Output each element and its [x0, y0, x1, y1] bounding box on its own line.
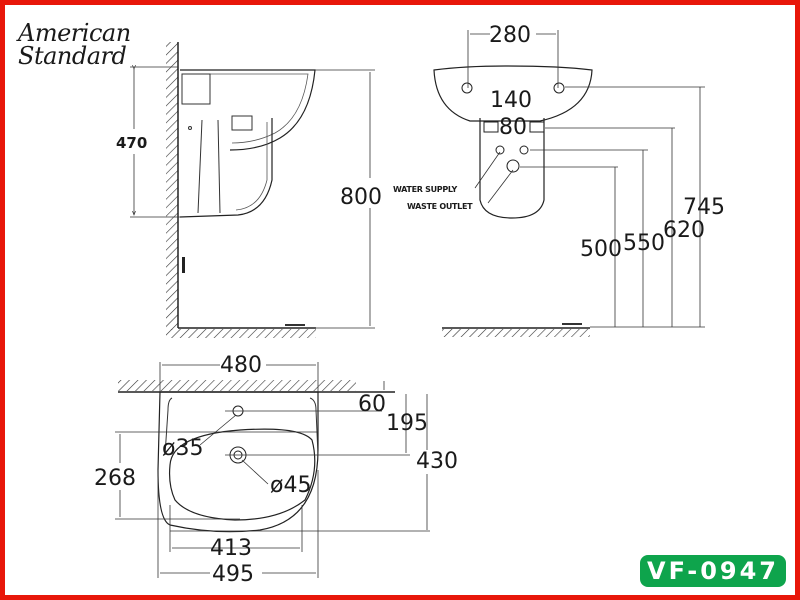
american-standard-logo: American Standard — [18, 19, 131, 70]
basin-front — [433, 65, 593, 122]
front-view: 280 140 80 WATER SUPPLY WASTE OUTLET 500… — [393, 23, 725, 337]
bowl-outline-top — [168, 428, 316, 521]
dim-supply-height: 550 — [623, 231, 665, 256]
dim-drain-diameter: ø45 — [270, 473, 311, 498]
dim-bowl-width: 413 — [210, 536, 252, 561]
wall-hatch — [166, 42, 178, 330]
floor-hatch — [166, 329, 316, 338]
dim-drain-offset: 195 — [386, 411, 428, 436]
dim-total-width: 495 — [212, 562, 254, 587]
dim-top-width: 480 — [220, 353, 262, 378]
top-view: 480 60 195 430 268 ø35 ø45 413 495 — [94, 353, 458, 587]
floor-hatch-front — [442, 329, 590, 337]
logo-line-2: Standard — [18, 42, 127, 70]
dim-tap-offset: 60 — [358, 392, 386, 417]
dim-supply-spacing: 80 — [499, 115, 527, 140]
dim-total-height: 800 — [340, 185, 382, 210]
model-number-badge: VF-0947 — [640, 555, 786, 587]
dim-tap-hole-spacing: 280 — [489, 23, 531, 48]
logo-line-1: American — [18, 19, 131, 47]
label-water-supply: WATER SUPPLY — [393, 185, 457, 194]
dim-tap-height: 745 — [683, 195, 725, 220]
dim-bowl-depth: 268 — [94, 466, 136, 491]
dim-depth: 430 — [416, 449, 458, 474]
dim-bracket-height: 620 — [663, 218, 705, 243]
dim-bracket-spacing: 140 — [490, 88, 532, 113]
wall-hatch-top — [118, 380, 356, 391]
dim-basin-height: 470 — [116, 134, 147, 152]
dim-waste-height: 500 — [580, 237, 622, 262]
side-view: 470 800 — [116, 42, 382, 338]
label-waste-outlet: WASTE OUTLET — [407, 202, 473, 211]
basin-outline-top — [157, 391, 319, 533]
dim-tap-hole-diameter: ø35 — [162, 436, 203, 461]
pedestal-front — [479, 118, 545, 219]
